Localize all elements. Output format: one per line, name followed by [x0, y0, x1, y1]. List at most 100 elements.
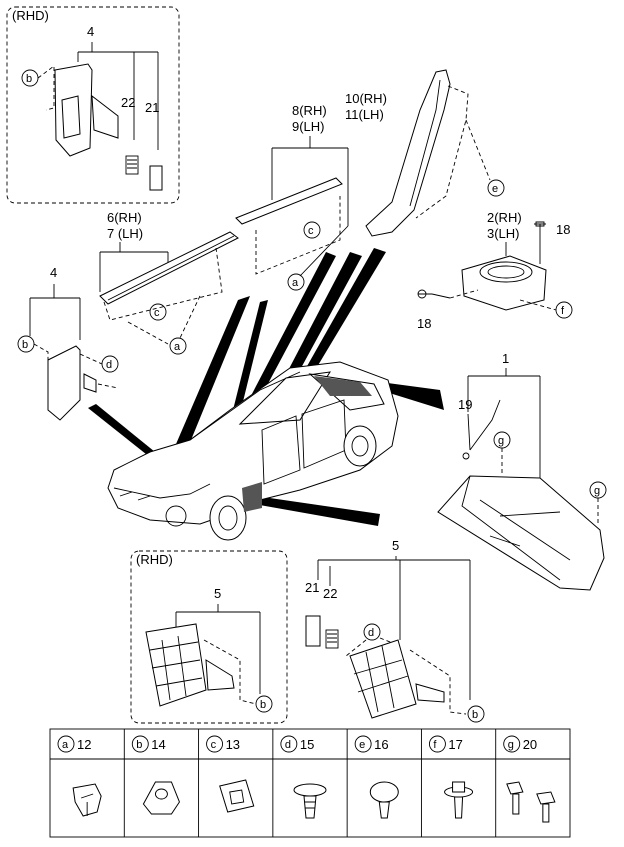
rhd-box-bottom — [130, 550, 288, 724]
callout-21-rhd: 21 — [145, 100, 159, 115]
package-tray — [437, 475, 605, 591]
fastener-letter-a: a — [57, 735, 75, 753]
letter-b-rhd-top: b — [21, 69, 39, 87]
rhd-pillar-group: (RHD) 4 22 21 b — [6, 6, 180, 204]
letter-d-lhd-bottom: d — [363, 623, 381, 641]
sill-plate-front — [99, 231, 239, 305]
callout-22-lhd: 22 — [323, 586, 337, 601]
svg-text:a: a — [174, 341, 181, 353]
fastener-letter-d: d — [280, 735, 298, 753]
screw-washer-icon — [444, 781, 474, 819]
fastener-letter-c: c — [206, 735, 224, 753]
svg-text:c: c — [211, 739, 217, 751]
step-trim-lhd — [349, 639, 417, 719]
fastener-part-a: 12 — [77, 737, 91, 752]
callout-4-rhd: 4 — [87, 24, 94, 39]
callout-22-rhd: 22 — [121, 95, 135, 110]
center-pillar-group: 10(RH) 11(LH) e — [345, 69, 505, 237]
lhd-step-group: 5 21 22 d b — [305, 538, 485, 723]
svg-text:b: b — [472, 709, 478, 721]
fastener-cell-a: a 12 — [57, 735, 102, 817]
callout-3: 3(LH) — [487, 226, 520, 241]
fastener-cell-c: c 13 — [198, 729, 255, 837]
sill-plate-rear-group: 8(RH) 9(LH) c a — [235, 103, 349, 291]
rhd-label-top: (RHD) — [12, 8, 49, 23]
svg-text:d: d — [106, 359, 112, 371]
letter-a-front-sill: a — [169, 337, 187, 355]
fastener-letter-e: e — [354, 735, 372, 753]
callout-7: 7 (LH) — [107, 226, 143, 241]
lhd-pillar-group: 4 b d — [17, 265, 119, 421]
fastener-part-d: 15 — [300, 737, 314, 752]
letter-c-rear-sill: c — [303, 221, 321, 239]
twin-clip-icon — [506, 781, 556, 823]
svg-text:e: e — [492, 183, 498, 195]
svg-text:d: d — [368, 627, 374, 639]
fastener-part-b: 14 — [151, 737, 165, 752]
svg-text:f: f — [433, 739, 437, 751]
callout-5-rhd: 5 — [214, 586, 221, 601]
callout-8: 8(RH) — [292, 103, 327, 118]
svg-text:f: f — [561, 305, 565, 317]
car-rear-wheel — [343, 425, 377, 467]
letter-g-left: g — [493, 431, 511, 449]
package-tray-group: 1 19 g g — [437, 351, 607, 591]
sill-plate-rear — [235, 177, 343, 225]
letter-b-lhd-bottom: b — [467, 705, 485, 723]
svg-text:g: g — [498, 435, 504, 447]
letter-d-lhd: d — [101, 355, 119, 373]
callout-2: 2(RH) — [487, 210, 522, 225]
letter-c-front-sill: c — [149, 303, 167, 321]
rhd-box-top — [6, 6, 180, 204]
pillar-trim-10 — [365, 69, 451, 237]
pad-21-lhd — [305, 615, 321, 647]
speaker-housing — [461, 255, 547, 311]
callout-18-top: 18 — [556, 222, 570, 237]
svg-text:b: b — [260, 699, 266, 711]
pillar-trim-lhd — [47, 345, 81, 421]
fastener-part-g: 20 — [523, 737, 537, 752]
callout-5-lhd: 5 — [392, 538, 399, 553]
speaker-group: 2(RH) 3(LH) 18 18 f — [417, 210, 573, 331]
svg-text:c: c — [308, 225, 314, 237]
clip-a-icon — [72, 783, 102, 817]
svg-text:c: c — [154, 307, 160, 319]
sill-plate-front-group: 6(RH) 7 (LH) c a — [99, 210, 239, 355]
letter-g-right: g — [589, 481, 607, 499]
clip-c-icon — [219, 779, 255, 813]
svg-text:b: b — [22, 339, 28, 351]
callout-10: 10(RH) — [345, 91, 387, 106]
clip-b-icon — [142, 781, 180, 815]
screw-18-top — [534, 221, 546, 240]
fastener-cell-g: g 20 — [495, 729, 556, 837]
letter-b-rhd-bottom: b — [255, 695, 273, 713]
svg-text:a: a — [62, 739, 69, 751]
svg-text:a: a — [292, 277, 299, 289]
callout-19: 19 — [458, 397, 472, 412]
svg-text:e: e — [359, 739, 365, 751]
callout-21-lhd: 21 — [305, 580, 319, 595]
fastener-letter-g: g — [503, 735, 521, 753]
pad-22-lhd — [325, 629, 339, 649]
pad-22-rhd — [125, 155, 139, 175]
svg-text:g: g — [508, 739, 514, 751]
car-illustration — [107, 361, 399, 541]
fastener-part-c: 13 — [226, 737, 240, 752]
callout-9: 9(LH) — [292, 119, 325, 134]
car-front-wheel — [209, 495, 247, 541]
push-pin-icon — [369, 781, 399, 819]
callout-1: 1 — [502, 351, 509, 366]
svg-text:g: g — [594, 485, 600, 497]
screw-18-bottom — [417, 289, 451, 299]
step-trim-rhd — [145, 623, 207, 707]
letter-e: e — [487, 179, 505, 197]
letter-a-rear-sill: a — [287, 273, 305, 291]
fastener-letter-f: f — [428, 735, 446, 753]
callout-6: 6(RH) — [107, 210, 142, 225]
svg-text:b: b — [26, 73, 32, 85]
